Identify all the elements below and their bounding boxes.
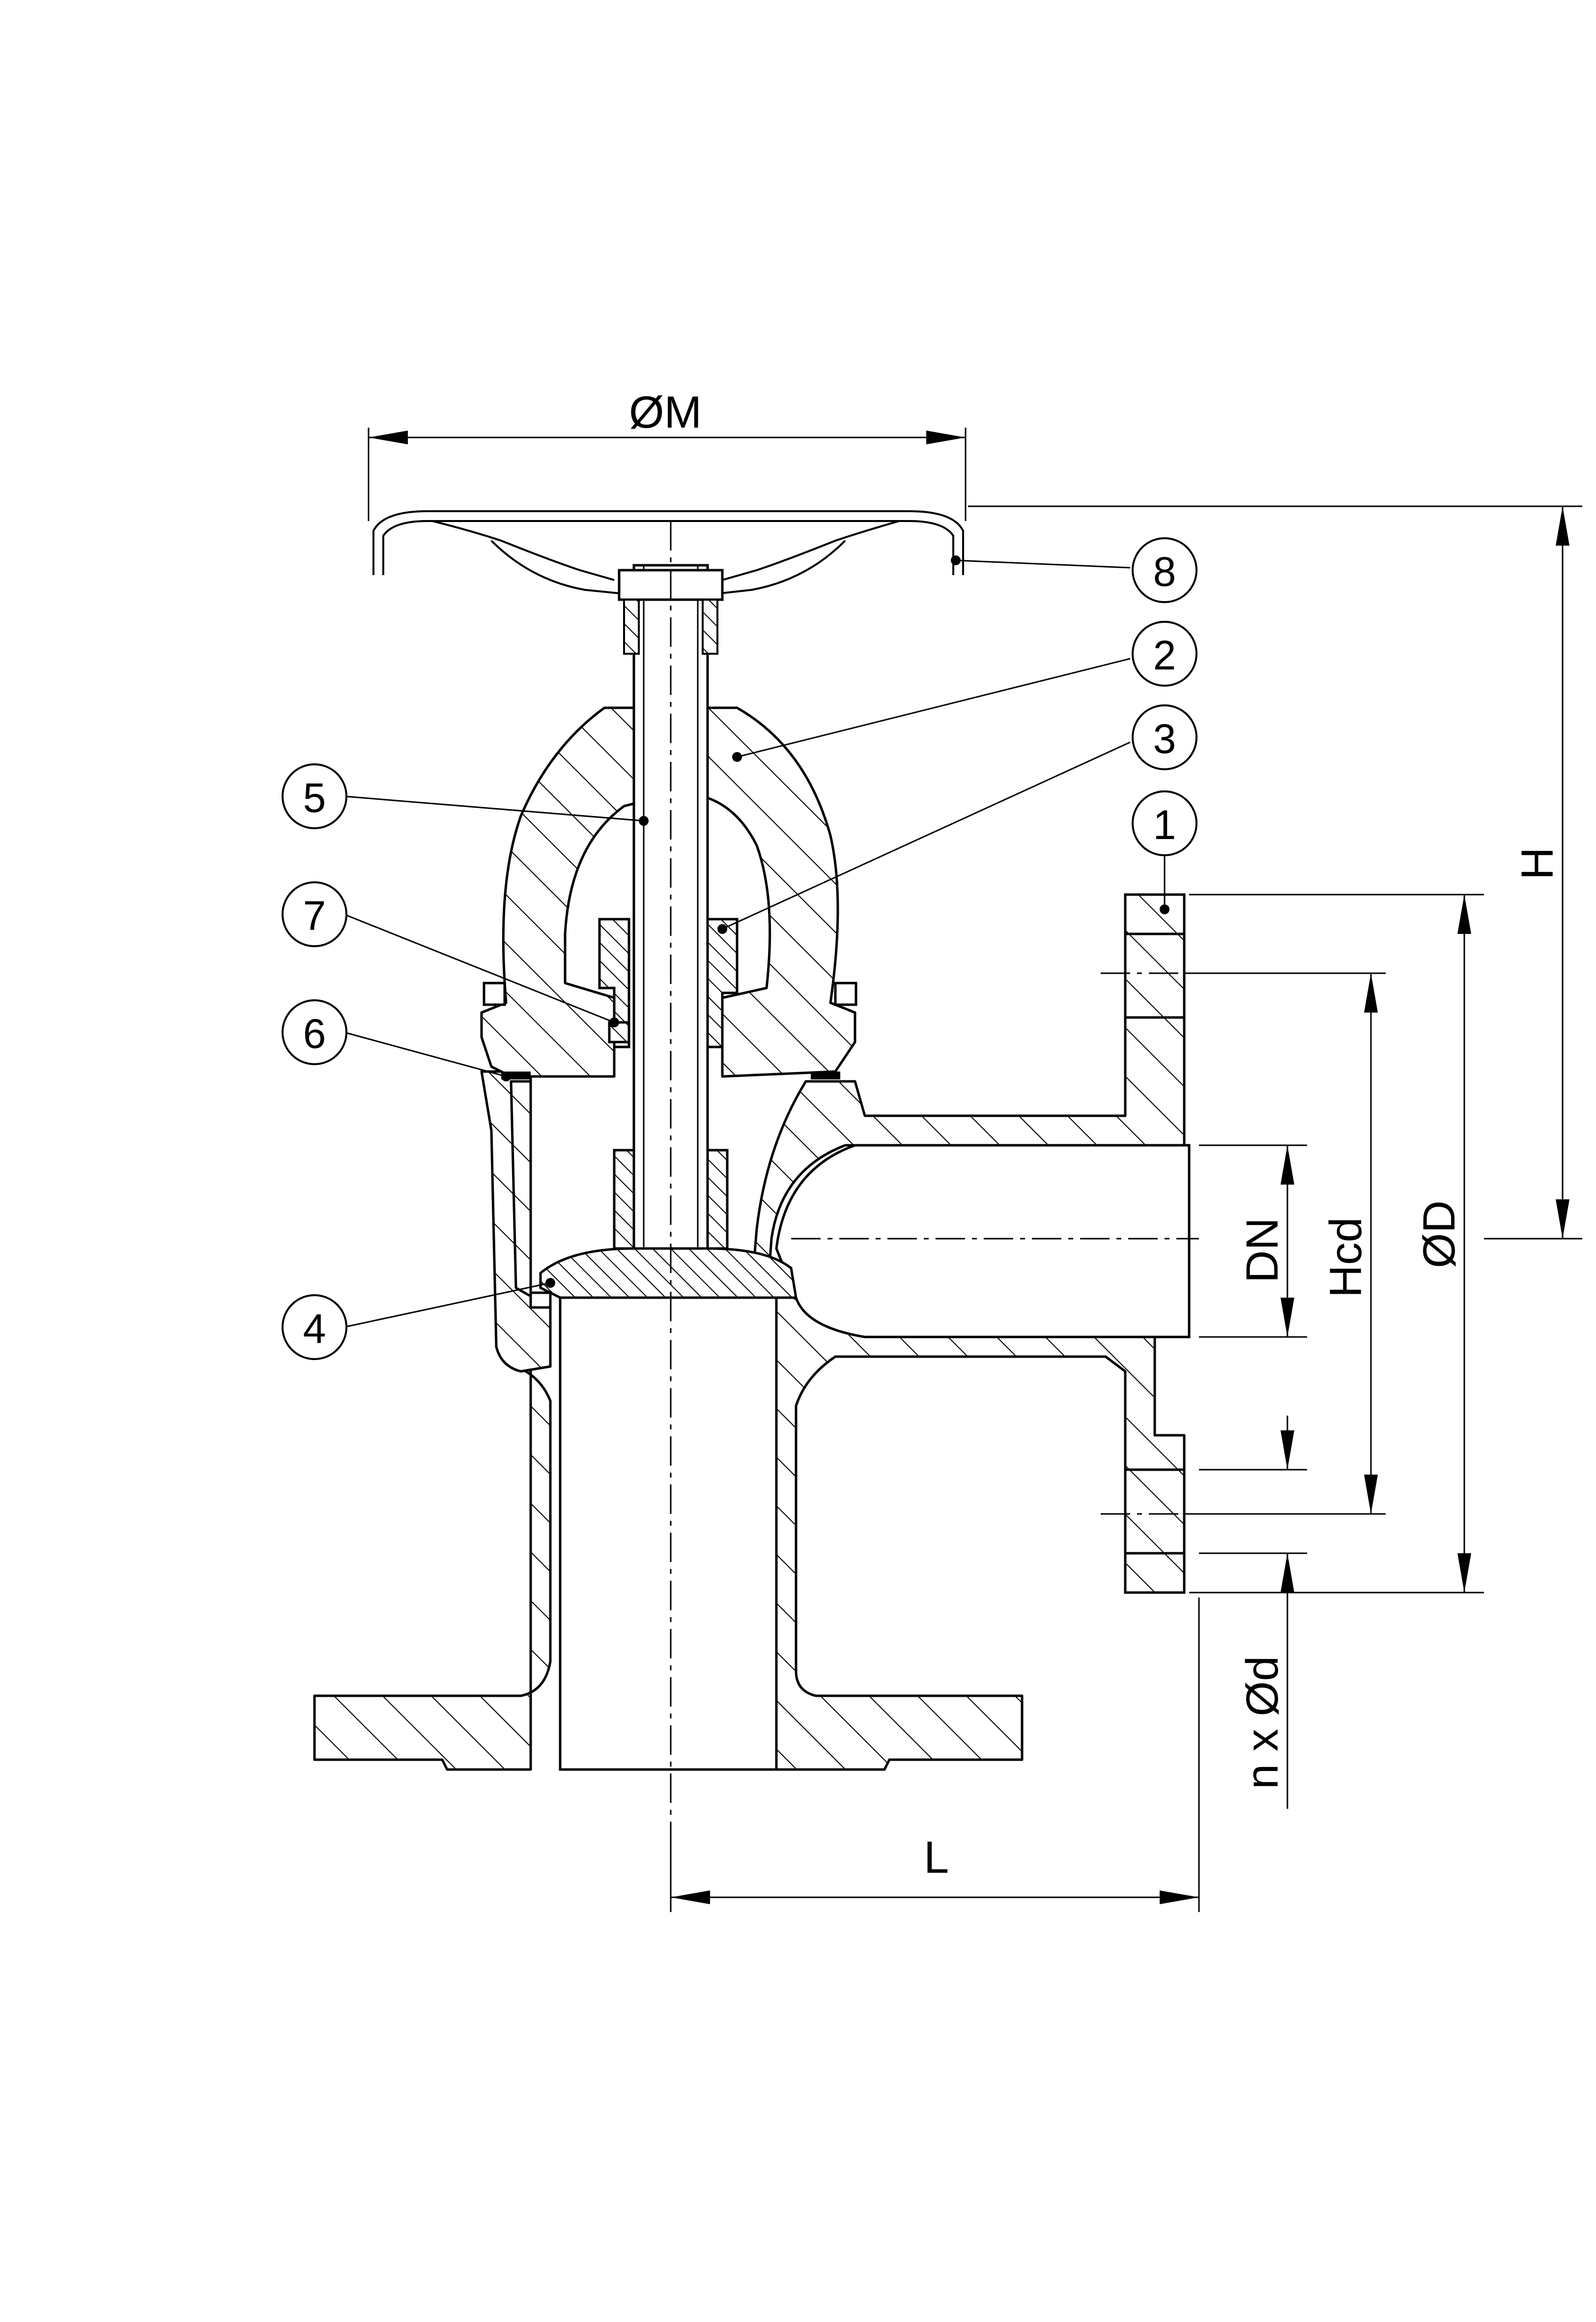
svg-text:6: 6 bbox=[303, 1011, 326, 1057]
svg-text:4: 4 bbox=[303, 1306, 326, 1352]
svg-text:1: 1 bbox=[1153, 802, 1176, 848]
callout-2: 2 bbox=[1132, 621, 1197, 687]
callout-1: 1 bbox=[1132, 790, 1197, 856]
callout-4: 4 bbox=[282, 1294, 347, 1360]
dim-label-H: H bbox=[1512, 847, 1563, 880]
dim-label-Hcd: Hcd bbox=[1321, 1217, 1371, 1298]
disc bbox=[529, 1247, 798, 1309]
callout-5: 5 bbox=[282, 763, 347, 829]
dim-label-DN: DN bbox=[1237, 1218, 1287, 1283]
dim-label-M: ØM bbox=[629, 387, 702, 437]
svg-text:7: 7 bbox=[303, 893, 326, 939]
stem-nut bbox=[598, 918, 739, 1048]
svg-text:3: 3 bbox=[1153, 716, 1176, 762]
callout-leaders bbox=[343, 555, 1169, 1328]
dim-label-nxd: n x Ød bbox=[1237, 1656, 1287, 1789]
svg-text:5: 5 bbox=[303, 775, 326, 821]
callout-7: 7 bbox=[282, 881, 347, 947]
dimension-lines bbox=[368, 428, 1582, 1912]
svg-text:8: 8 bbox=[1153, 549, 1176, 595]
svg-text:2: 2 bbox=[1153, 632, 1176, 678]
callout-8: 8 bbox=[1132, 537, 1197, 603]
dim-label-L: L bbox=[924, 1832, 949, 1883]
callout-6: 6 bbox=[282, 999, 347, 1065]
dim-label-D: ØD bbox=[1414, 1200, 1464, 1268]
callout-3: 3 bbox=[1132, 704, 1197, 770]
bonnet bbox=[480, 706, 857, 1079]
valve-body bbox=[313, 893, 1191, 1771]
